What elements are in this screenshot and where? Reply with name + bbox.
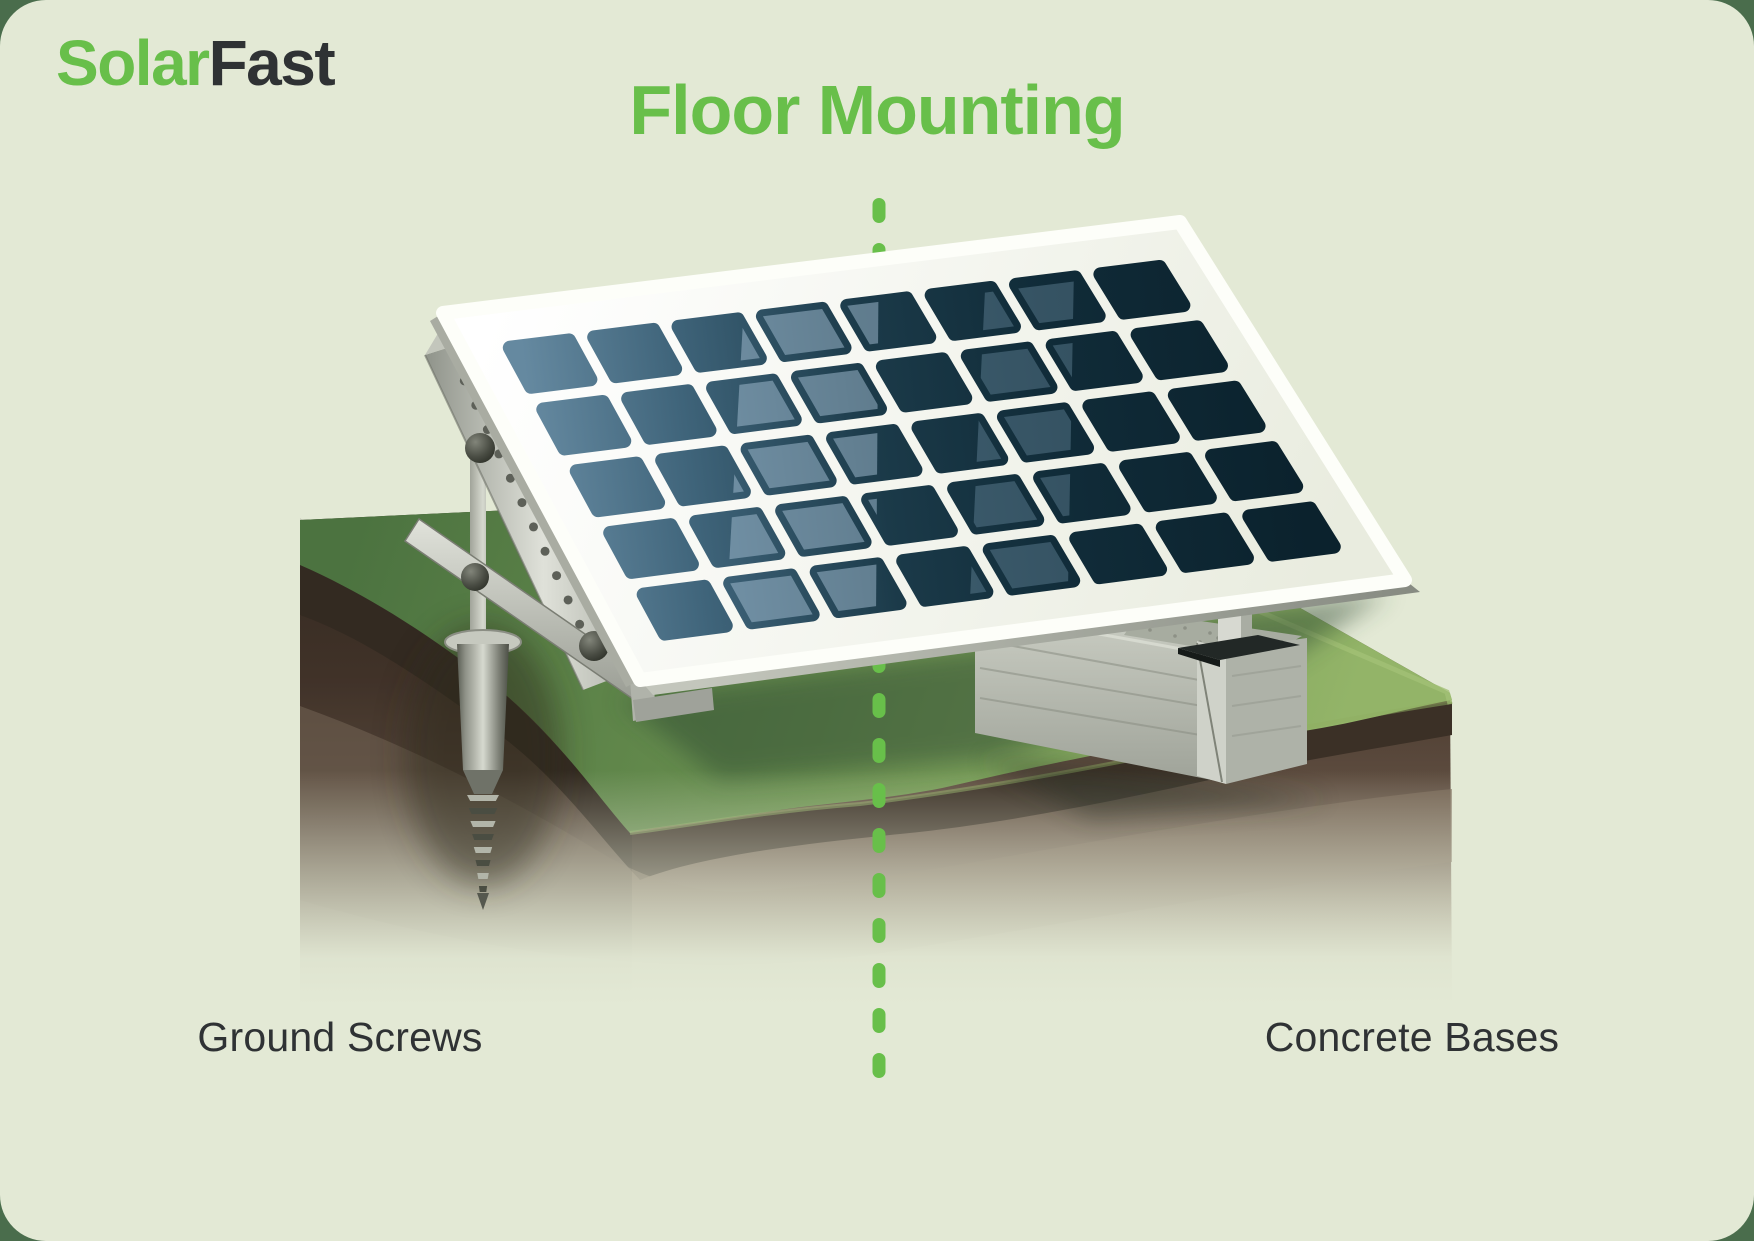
panel-cell — [569, 456, 666, 518]
divider-dot — [872, 918, 886, 943]
screw-thread — [472, 834, 494, 840]
speckle — [1148, 628, 1152, 632]
label-ground-screws: Ground Screws — [197, 1014, 483, 1060]
block-front — [1197, 641, 1226, 784]
divider-dot — [872, 873, 886, 898]
panel-cell — [1119, 452, 1217, 513]
block-streaks — [1231, 665, 1302, 737]
concrete-shadow — [980, 758, 1330, 818]
logo-part-fast: Fast — [208, 27, 336, 99]
divider-dot — [872, 198, 886, 223]
panel-cell — [924, 280, 1021, 341]
panel-cell — [947, 474, 1045, 535]
screw-cylinder — [457, 644, 509, 770]
panel-cell — [621, 384, 717, 445]
page-title: Floor Mounting — [629, 71, 1125, 149]
rail-hole — [540, 546, 550, 556]
screw-threads — [467, 795, 499, 892]
panel-cell — [960, 341, 1058, 402]
block-right — [1226, 638, 1307, 784]
screw-neck — [463, 770, 503, 794]
divider-dot — [872, 828, 886, 853]
panel-cell — [1242, 501, 1341, 562]
brand-logo: SolarFast — [56, 27, 336, 99]
panel-cell — [1130, 320, 1228, 381]
speckle — [1183, 626, 1187, 630]
screw-thread — [477, 873, 489, 879]
divider-dot — [872, 1053, 886, 1078]
panel-cell — [875, 352, 973, 413]
speckle — [1173, 634, 1177, 638]
screw-thread — [468, 808, 498, 814]
rail-hole — [517, 498, 527, 508]
beam-face — [975, 602, 1222, 782]
divider-dot — [872, 738, 886, 763]
panel-cell — [536, 394, 632, 456]
mounting-structure — [403, 320, 714, 910]
divider-dot — [872, 1008, 886, 1033]
panel-cell — [1155, 512, 1254, 573]
solar-panel — [430, 215, 1420, 695]
beam-streaks — [979, 639, 1219, 739]
panel-cell — [1093, 259, 1191, 320]
logo-part-solar: Solar — [56, 27, 210, 99]
base-plate-lip — [1178, 648, 1220, 667]
block-corner-edge — [1196, 642, 1223, 783]
screw-thread — [478, 886, 488, 892]
panel-cell — [861, 485, 958, 546]
label-concrete-bases: Concrete Bases — [1264, 1014, 1560, 1060]
panel-cell — [1045, 331, 1143, 391]
divider-dot — [872, 783, 886, 808]
rail-hole — [529, 522, 539, 532]
panel-cell — [1167, 380, 1266, 441]
screw-tip — [477, 893, 489, 910]
panel-cell — [1082, 391, 1180, 452]
screw-thread — [473, 847, 493, 853]
divider-dot — [872, 693, 886, 718]
panel-cell — [502, 333, 598, 394]
panel-cell — [655, 445, 751, 507]
screw-thread — [475, 860, 491, 866]
ground-screw-body — [444, 629, 522, 910]
rail-hole — [575, 619, 585, 629]
speckle — [1208, 631, 1212, 635]
base-plate — [1178, 635, 1300, 660]
screw-thread — [470, 821, 496, 827]
bolt-top — [465, 433, 495, 463]
panel-cell — [996, 402, 1094, 463]
rail-body — [425, 340, 630, 690]
panel-cell — [1033, 463, 1131, 524]
concrete-base — [975, 596, 1330, 818]
panel-cell — [636, 579, 733, 641]
panel-cell — [1009, 270, 1106, 331]
rail-hole — [552, 571, 562, 581]
panel-cell — [603, 518, 699, 579]
panel-cell — [587, 322, 683, 384]
panel-cell — [982, 535, 1081, 596]
panel-cell — [896, 546, 994, 607]
panel-cell — [671, 312, 767, 373]
bolt-mid — [461, 563, 489, 591]
panel-cell — [911, 413, 1009, 474]
screw-thread — [467, 795, 499, 801]
rail-hole — [563, 595, 573, 605]
rail-hole — [505, 473, 515, 483]
divider-dot — [872, 963, 886, 988]
panel-cell — [1069, 523, 1168, 585]
bracket-foot — [633, 688, 714, 722]
panel-cell — [1205, 441, 1304, 502]
